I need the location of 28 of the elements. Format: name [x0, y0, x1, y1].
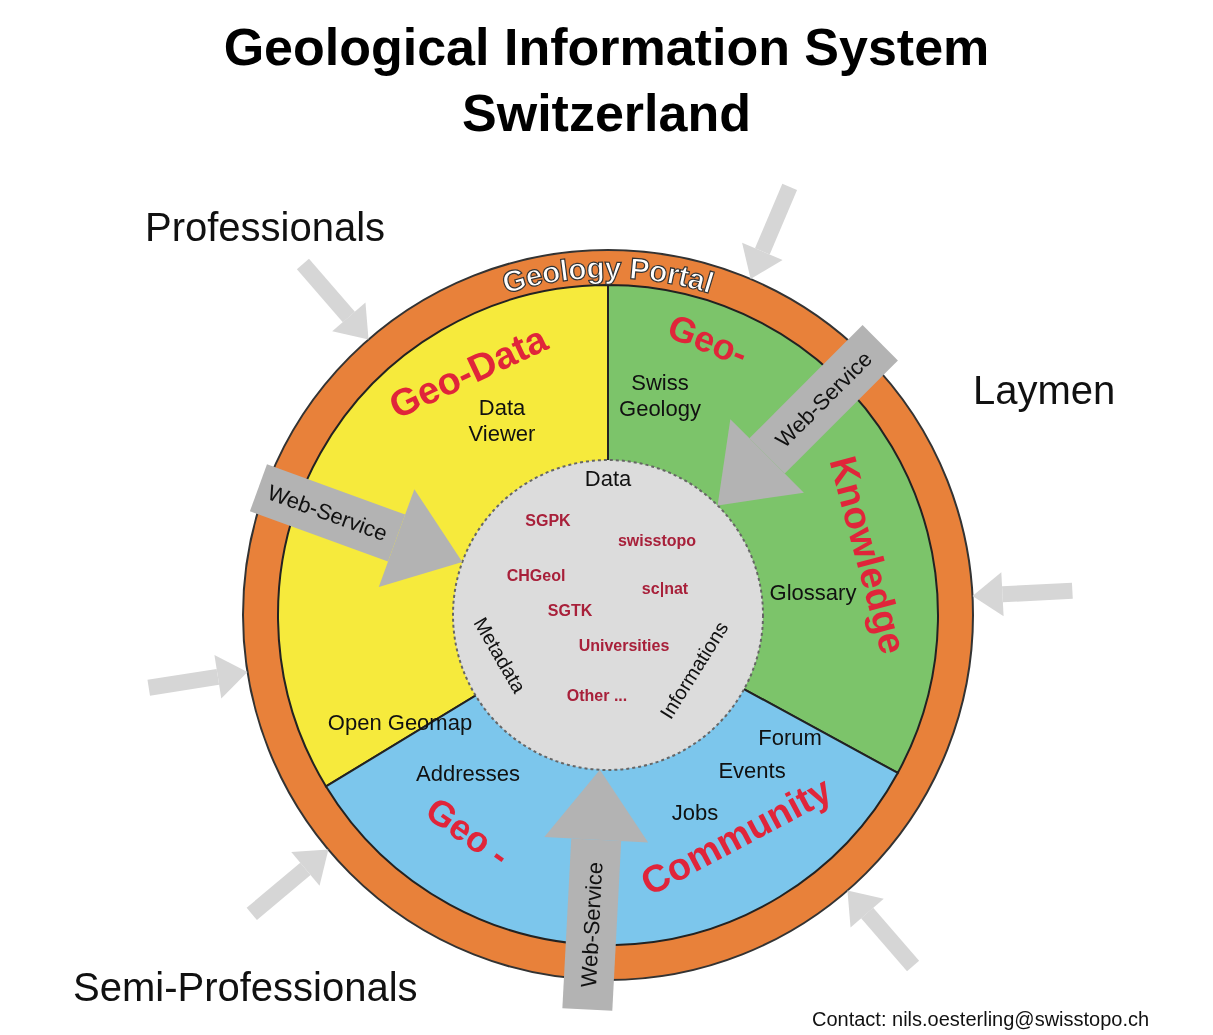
block-arrow	[249, 464, 463, 587]
source-label: Other ...	[566, 686, 628, 704]
source-label: swisstopo	[617, 531, 697, 549]
source-label: CHGeol	[506, 566, 566, 584]
item-label: Addresses	[416, 760, 520, 786]
arrow	[246, 849, 329, 920]
arrow	[742, 183, 798, 279]
contact-note: Contact: nils.oesterling@swisstopo.ch	[812, 1008, 1150, 1031]
sector-title: Geo -	[418, 788, 518, 876]
source-label: sc|nat	[641, 579, 689, 597]
block-arrow	[544, 769, 649, 1011]
item-label: Open Geomap	[327, 709, 473, 735]
audience-label: Laymen	[973, 368, 1116, 413]
item-label: Forum	[758, 724, 822, 750]
title: Geological Information System Switzerland	[222, 17, 991, 144]
audience-label: Semi-Professionals	[73, 965, 418, 1010]
arrow	[147, 655, 248, 699]
source-label: SGPK	[525, 511, 571, 529]
audience-label: Professionals	[145, 205, 386, 250]
arrow	[296, 258, 369, 340]
item-label: Data	[584, 465, 632, 491]
item-label: Events	[718, 757, 786, 783]
edge-label: Web-Service	[576, 861, 608, 988]
arrow	[847, 890, 920, 972]
ring-title: Geology Portal	[498, 250, 718, 300]
arrow	[972, 572, 1073, 617]
block-arrow	[717, 325, 898, 506]
source-label: SGTK	[547, 601, 593, 619]
